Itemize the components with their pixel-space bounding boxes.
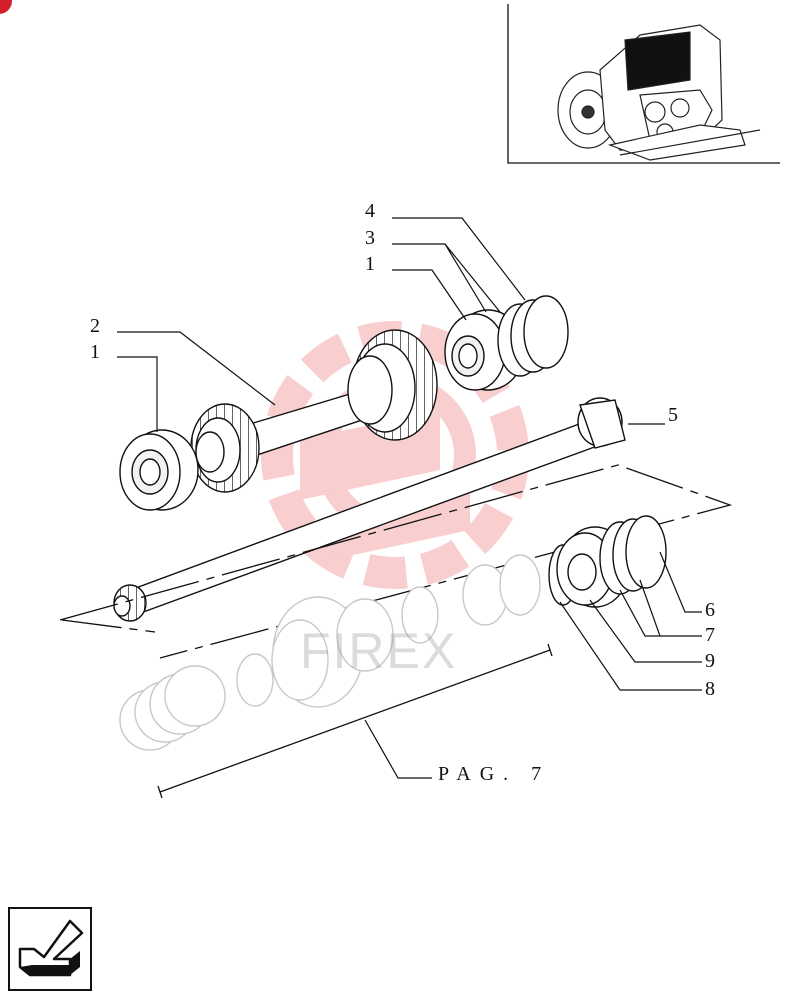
splined-shaft [113, 397, 626, 622]
countershaft-gear-assembly [119, 295, 569, 511]
left-bearing [119, 429, 199, 511]
right-bearing [444, 309, 525, 391]
location-inset [507, 4, 780, 164]
arrow-back-icon [18, 919, 84, 977]
large-gear [347, 329, 438, 441]
group-envelope [59, 464, 733, 659]
watermark-text: FIREX [300, 623, 457, 679]
transmission-thumbnail [557, 24, 761, 161]
page-ref-bracket [157, 643, 553, 799]
back-navigation-button[interactable] [8, 907, 92, 991]
shim-rings-upper [497, 295, 569, 377]
referenced-group-faded [119, 554, 541, 751]
leader-lines [117, 217, 702, 779]
small-gear [190, 403, 260, 493]
bearing-group-lower [548, 515, 667, 608]
